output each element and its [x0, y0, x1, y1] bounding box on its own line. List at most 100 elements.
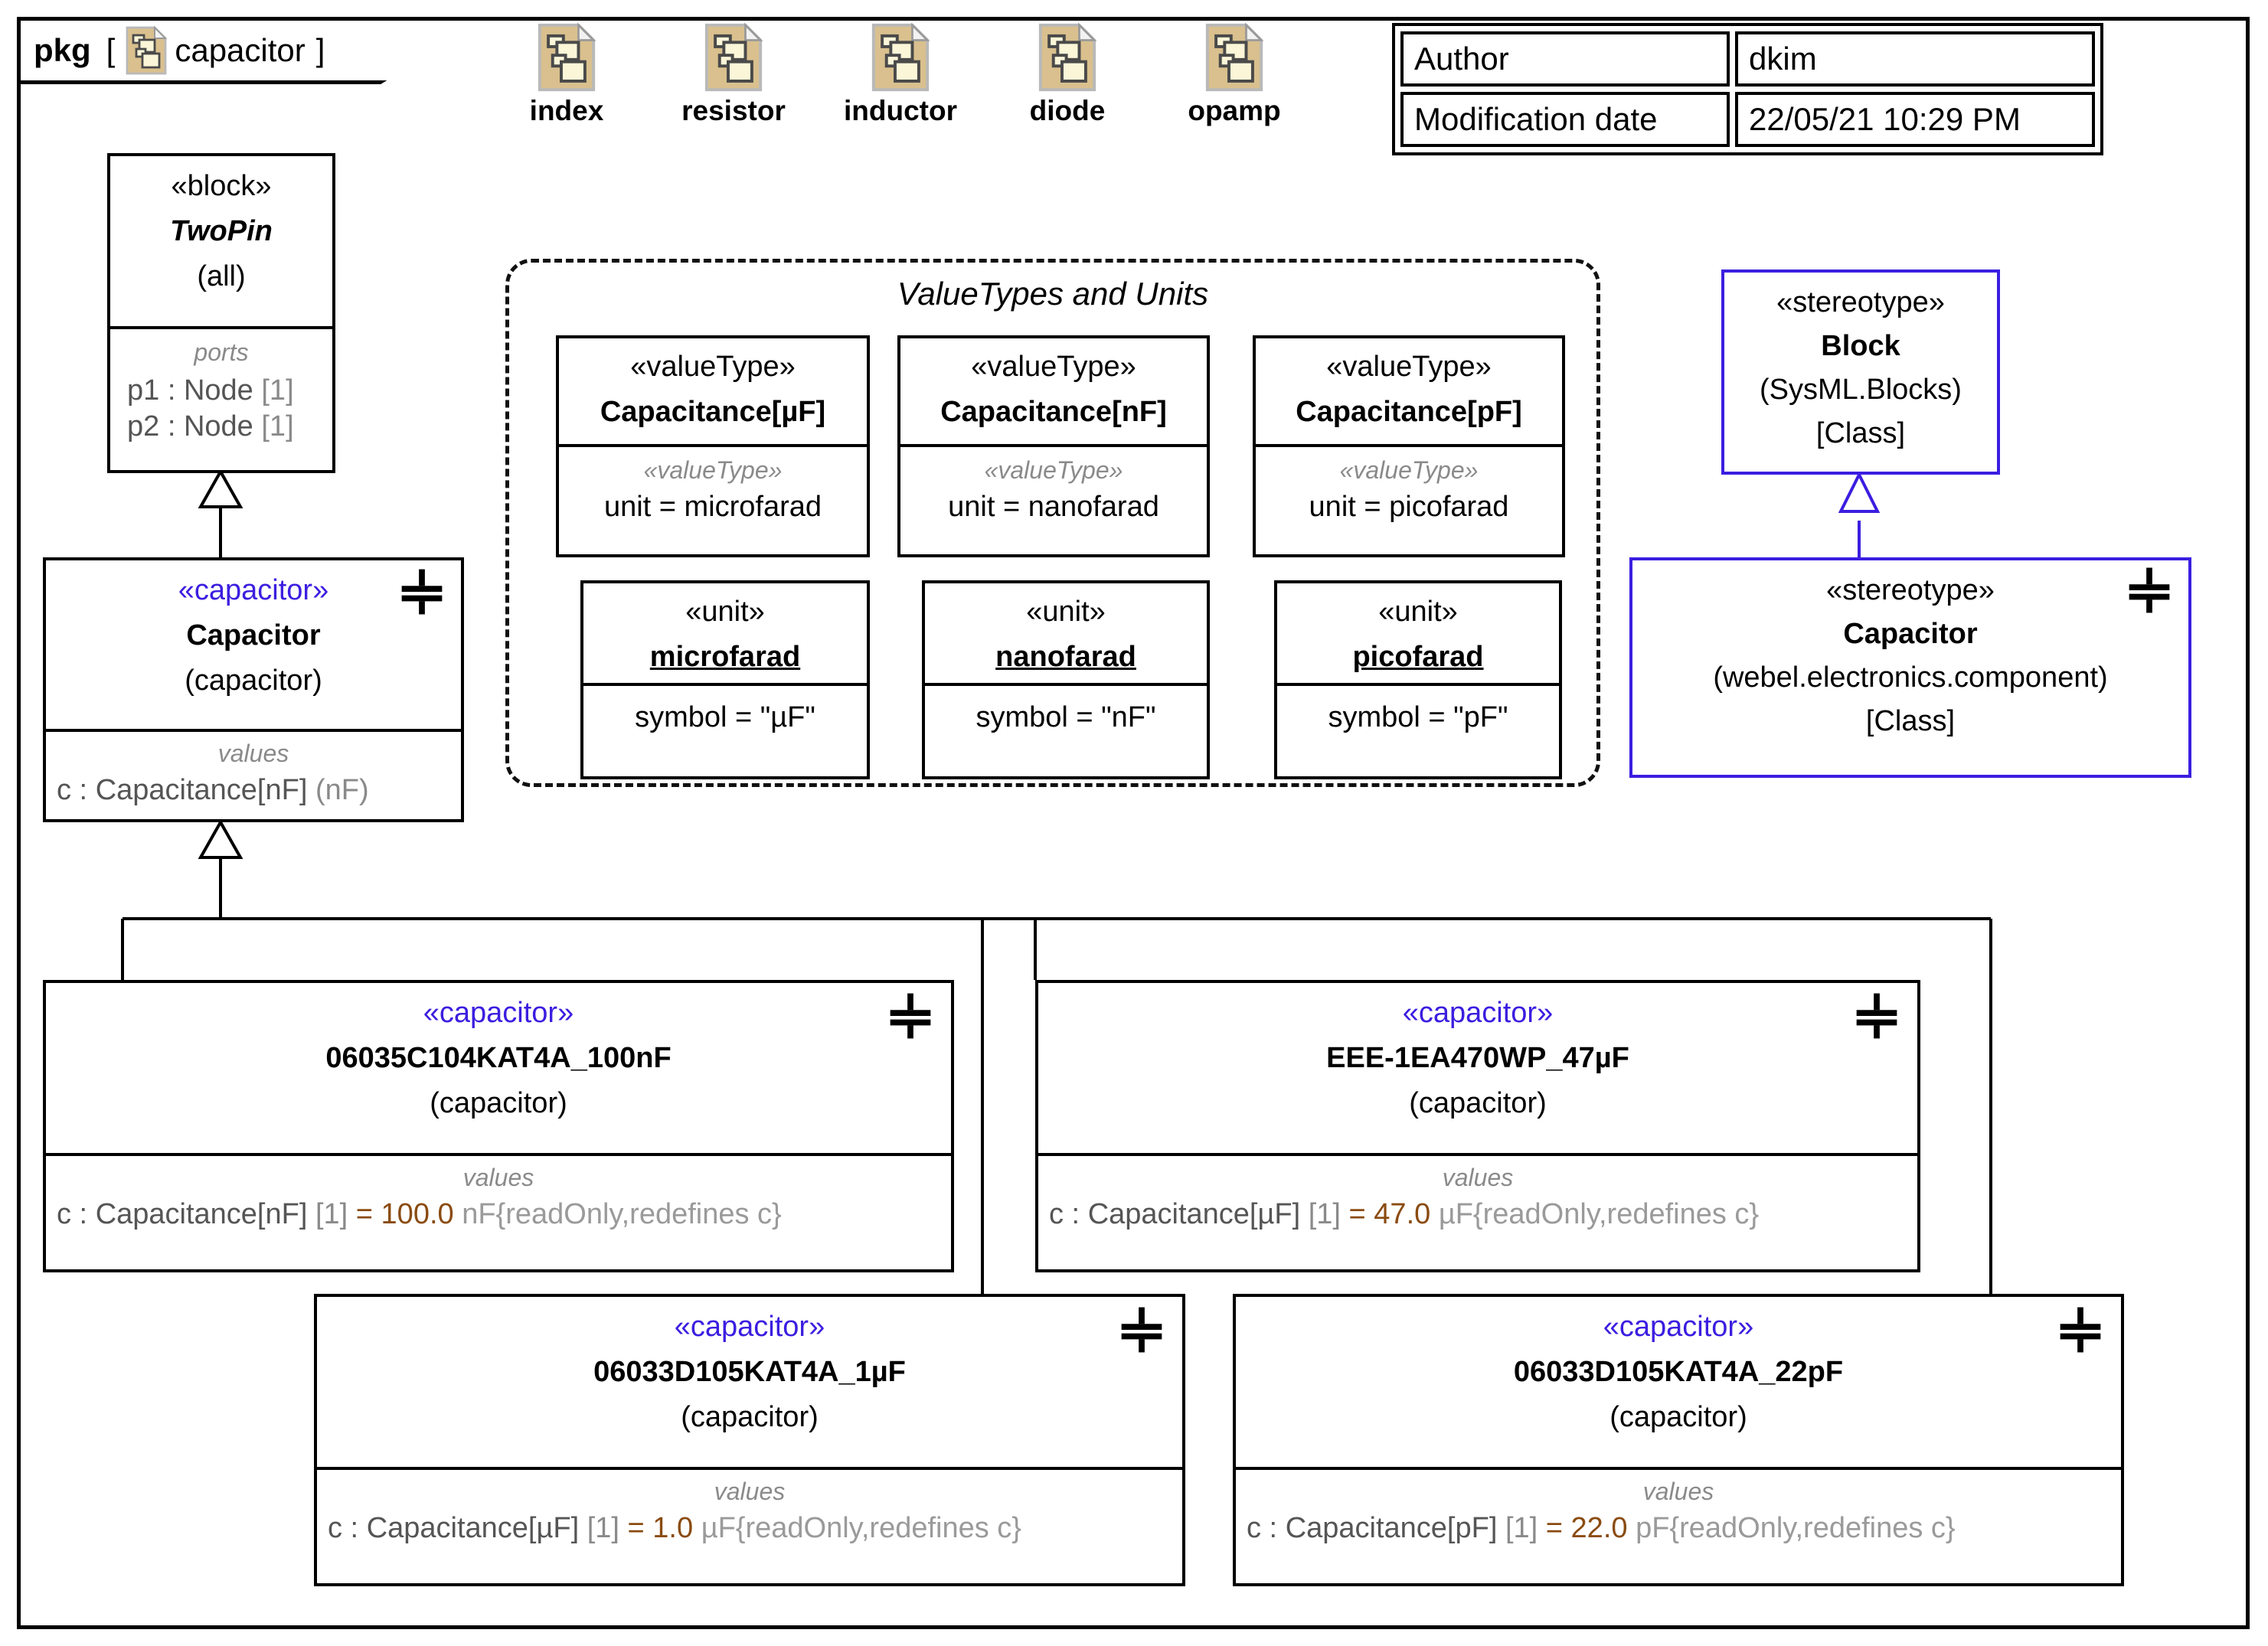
package-link-resistor[interactable]: resistor — [672, 23, 795, 127]
block-qualifier: (capacitor) — [1409, 1087, 1547, 1119]
stereotype-capacitor[interactable]: «stereotype» Capacitor (webel.electronic… — [1629, 557, 2191, 778]
valuetypes-frame-title: ValueTypes and Units — [897, 276, 1209, 312]
block-keyword: «valueType» — [1326, 351, 1492, 383]
valuetype-unit: unit = picofarad — [1309, 491, 1509, 523]
block-valuetype-nanofarad[interactable]: «valueType» Capacitance[nF] «valueType» … — [897, 335, 1210, 557]
value-unit: (nF) — [315, 774, 369, 806]
metadata-value: 22/05/21 10:29 PM — [1735, 92, 2095, 147]
port-name: p2 — [127, 410, 160, 443]
valuetype-unit: unit = microfarad — [603, 491, 822, 523]
package-link-index[interactable]: index — [505, 23, 628, 127]
block-capacitor[interactable]: «capacitor» Capacitor (capacitor) values… — [43, 557, 464, 822]
port-mult: [1] — [261, 410, 294, 443]
block-qualifier: (capacitor) — [185, 665, 322, 697]
block-keyword: «capacitor» — [1402, 997, 1554, 1029]
package-tab — [17, 17, 430, 84]
compartment-label-values: values — [1442, 1164, 1514, 1191]
block-qualifier: (all) — [197, 260, 246, 292]
block-keyword: «capacitor» — [178, 574, 329, 606]
block-keyword: «capacitor» — [1603, 1311, 1754, 1343]
package-doc-icon — [126, 26, 168, 75]
package-link-label: index — [529, 95, 604, 126]
value-name: c — [1247, 1512, 1261, 1544]
stereotype-keyword: «stereotype» — [1826, 574, 1995, 606]
package-link-opamp[interactable]: opamp — [1173, 23, 1296, 127]
value-name: c — [57, 1198, 71, 1230]
value-unit-constraint: µF{readOnly,redefines c} — [701, 1512, 1021, 1544]
value-equals: = — [627, 1512, 645, 1544]
package-doc-icon — [871, 23, 930, 92]
package-link-label: resistor — [681, 95, 786, 126]
unit-symbol: symbol = "nF" — [976, 701, 1156, 733]
value-number: 22.0 — [1570, 1512, 1628, 1544]
compartment-label-values: values — [1642, 1478, 1714, 1505]
block-unit-picofarad[interactable]: «unit» picofarad symbol = "pF" — [1274, 580, 1562, 779]
capacitor-symbol-icon — [2129, 567, 2170, 613]
stereotype-name: Capacitor — [1843, 618, 1978, 650]
port-name: p1 — [127, 374, 160, 407]
value-name: c — [57, 774, 71, 806]
block-keyword: «unit» — [1026, 596, 1106, 628]
stereotype-metaclass: [Class] — [1815, 417, 1906, 449]
value-unit-constraint: pF{readOnly,redefines c} — [1636, 1512, 1956, 1544]
block-name: microfarad — [649, 641, 801, 673]
block-name: nanofarad — [995, 641, 1136, 673]
port-sep: : — [159, 374, 184, 407]
compartment-label: «valueType» — [1339, 456, 1479, 484]
package-doc-icon — [1205, 23, 1263, 92]
block-part-100nf[interactable]: «capacitor» 06035C104KAT4A_100nF (capaci… — [43, 980, 954, 1272]
block-twopin[interactable]: «block» TwoPin (all) ports p1 : Node [1]… — [107, 153, 335, 473]
block-name: 06035C104KAT4A_100nF — [325, 1042, 672, 1074]
package-doc-icon — [1038, 23, 1096, 92]
package-frame — [17, 17, 2250, 1629]
metadata-table: Author dkim Modification date 22/05/21 1… — [1392, 23, 2103, 155]
block-part-22pf[interactable]: «capacitor» 06033D105KAT4A_22pF (capacit… — [1233, 1294, 2124, 1586]
stereotype-block[interactable]: «stereotype» Block (SysML.Blocks) [Class… — [1721, 269, 2000, 475]
package-doc-icon — [704, 23, 763, 92]
value-name: c — [328, 1512, 342, 1544]
block-unit-microfarad[interactable]: «unit» microfarad symbol = "µF" — [580, 580, 870, 779]
capacitor-symbol-icon — [2060, 1307, 2101, 1353]
unit-symbol: symbol = "pF" — [1328, 701, 1508, 733]
package-name: capacitor — [175, 32, 306, 68]
value-number: 1.0 — [652, 1512, 694, 1544]
block-qualifier: (capacitor) — [1609, 1401, 1747, 1433]
value-row: c : Capacitance[µF] [1] = 1.0 µF{readOnl… — [317, 1512, 1182, 1545]
value-unit-constraint: µF{readOnly,redefines c} — [1438, 1198, 1760, 1230]
block-part-47uf[interactable]: «capacitor» EEE-1EA470WP_47µF (capacitor… — [1035, 980, 1920, 1272]
compartment-label-ports: ports — [194, 338, 249, 366]
compartment-label: «valueType» — [984, 456, 1123, 484]
package-doc-icon — [538, 23, 596, 92]
package-keyword: pkg — [34, 32, 91, 68]
compartment-label-values: values — [462, 1164, 534, 1191]
block-valuetype-picofarad[interactable]: «valueType» Capacitance[pF] «valueType» … — [1253, 335, 1565, 557]
value-sep: : — [1261, 1512, 1286, 1544]
value-type: Capacitance[µF] — [1087, 1198, 1301, 1230]
table-row: Author dkim — [1400, 31, 2095, 87]
block-name: EEE-1EA470WP_47µF — [1326, 1042, 1629, 1074]
block-qualifier: (capacitor) — [681, 1401, 819, 1433]
value-row: c : Capacitance[nF] [1] = 100.0 nF{readO… — [46, 1198, 951, 1231]
value-sep: : — [71, 1198, 96, 1230]
value-name: c — [1049, 1198, 1064, 1230]
stereotype-keyword: «stereotype» — [1776, 286, 1945, 318]
port-row: p1 : Node [1] — [110, 374, 332, 407]
package-bracket-close: ] — [315, 32, 325, 68]
value-type: Capacitance[nF] — [95, 774, 308, 806]
block-unit-nanofarad[interactable]: «unit» nanofarad symbol = "nF" — [922, 580, 1210, 779]
block-name: Capacitance[µF] — [600, 396, 826, 428]
stereotype-name: Block — [1821, 330, 1900, 362]
block-name: TwoPin — [170, 215, 273, 247]
block-part-1uf[interactable]: «capacitor» 06033D105KAT4A_1µF (capacito… — [314, 1294, 1185, 1586]
value-equals: = — [1545, 1512, 1563, 1544]
package-link-inductor[interactable]: inductor — [839, 23, 962, 127]
package-link-label: opamp — [1188, 95, 1281, 126]
value-type: Capacitance[µF] — [366, 1512, 580, 1544]
value-mult: [1] — [1308, 1198, 1341, 1230]
stereotype-profile: (webel.electronics.component) — [1713, 661, 2108, 694]
package-link-diode[interactable]: diode — [1006, 23, 1129, 127]
value-type: Capacitance[pF] — [1285, 1512, 1498, 1544]
package-bracket-open: [ — [106, 32, 116, 68]
block-valuetype-microfarad[interactable]: «valueType» Capacitance[µF] «valueType» … — [556, 335, 870, 557]
